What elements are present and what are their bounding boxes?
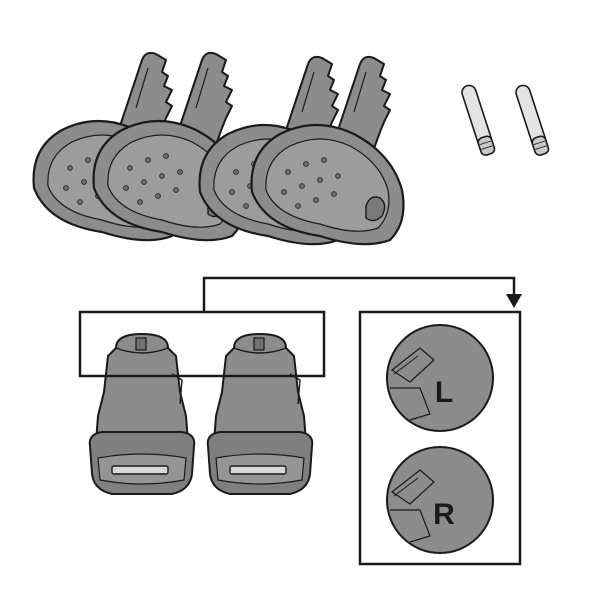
connector-line (202, 276, 516, 312)
lock-cylinder-1 (88, 333, 196, 495)
lock-cylinder-2 (206, 333, 314, 495)
cap-left-label: L (435, 376, 453, 409)
caps-box (358, 310, 522, 566)
pin-1 (461, 84, 496, 156)
cap-right: R (386, 446, 494, 554)
cylinder-highlight-box (78, 310, 326, 378)
pin-2 (515, 84, 550, 156)
cap-right-label: R (433, 498, 455, 531)
cap-left: L (386, 324, 494, 432)
arrow-head-icon (506, 294, 522, 308)
